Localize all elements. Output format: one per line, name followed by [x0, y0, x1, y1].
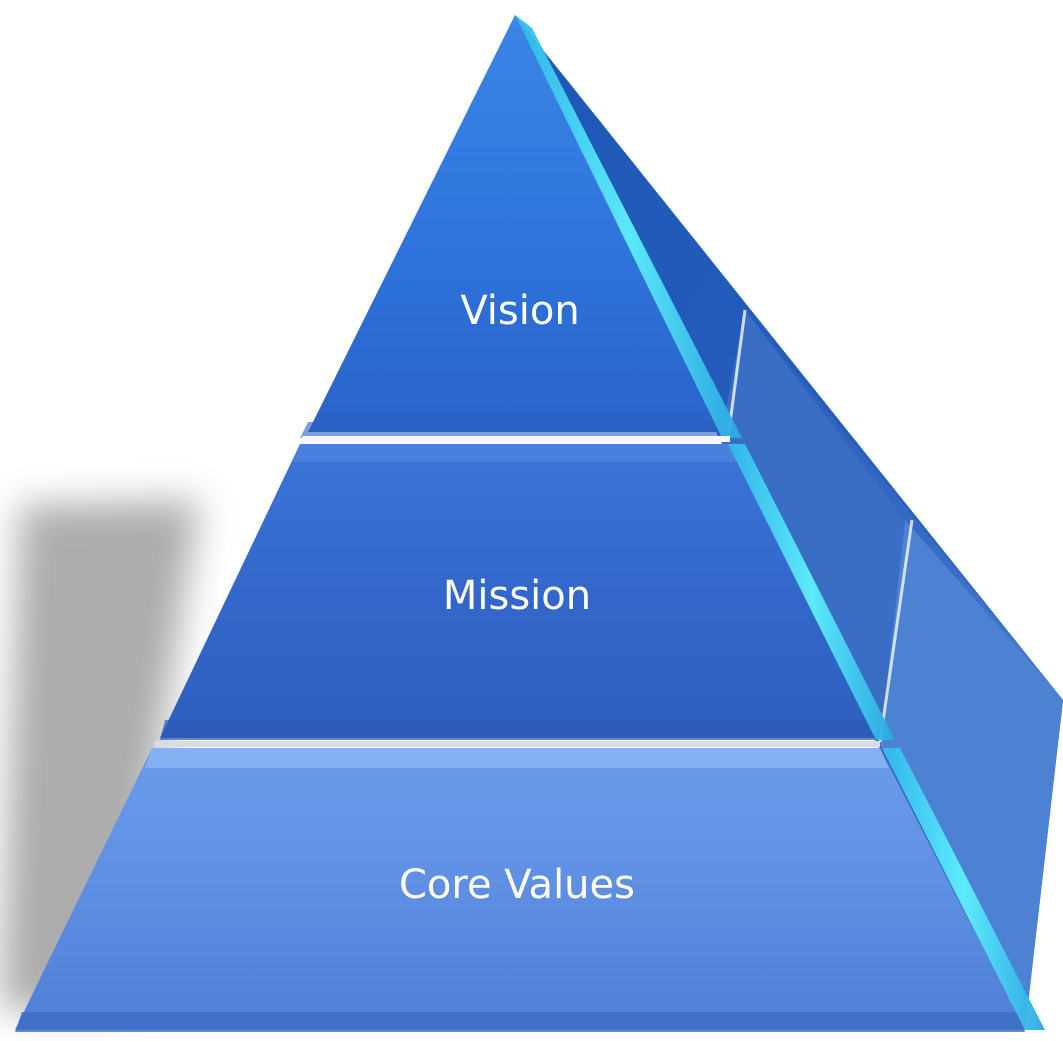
tier-label-mission: Mission — [443, 573, 591, 619]
tier-label-core-values: Core Values — [399, 862, 635, 908]
tier-dividers — [155, 436, 880, 747]
tier-core-values — [15, 748, 1025, 1032]
pyramid-shadow — [0, 500, 200, 1010]
tier-mission — [160, 444, 878, 740]
tier-label-vision: Vision — [460, 288, 579, 334]
pyramid-edge-highlight — [515, 15, 1045, 1030]
tier-vision — [300, 15, 728, 438]
